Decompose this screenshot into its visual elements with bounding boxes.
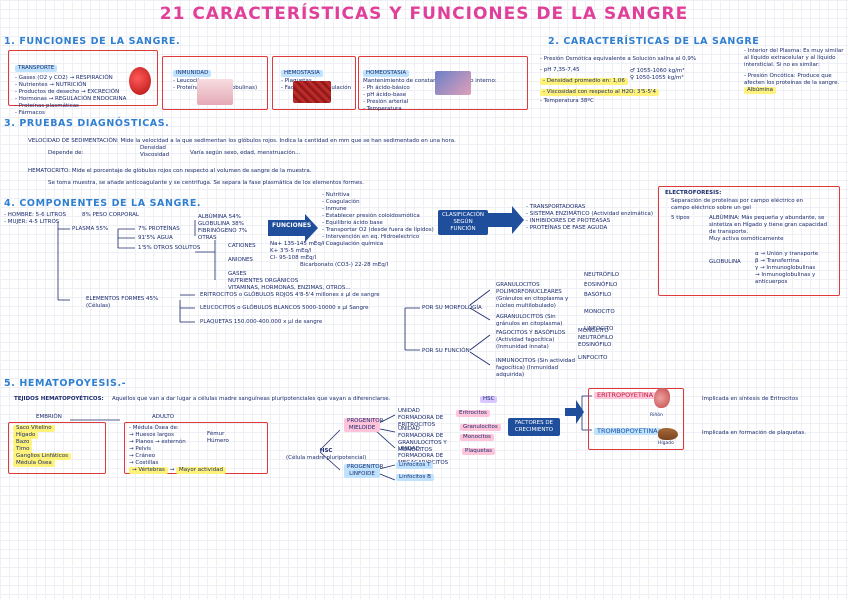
transporte-list: - Gases (O2 y CO2) → RESPIRACIÓN - Nutri… (15, 75, 126, 117)
sec2-density-list: ♂ 1055-1060 kg/m³ ♀ 1050-1055 kg/m³ (630, 68, 685, 82)
page-title: 21 CARACTERÍSTICAS Y FUNCIONES DE LA SAN… (0, 4, 848, 24)
vsg-depende: Depende de: (48, 150, 83, 157)
hsc-node: HSC (Célula madre pluripotencial) (286, 448, 366, 462)
hemostasia-label: HEMOSTASIA (281, 70, 323, 77)
hsc-tag: HSC (480, 396, 497, 403)
linfocitos-t-tag: Linfocitos T (396, 462, 433, 469)
kidney-icon (654, 388, 670, 408)
plaquetas-tag: Plaquetas (462, 448, 495, 455)
tejidos-label: TEJIDOS HEMATOPOYÉTICOS: (14, 396, 104, 403)
plasma-label: PLASMA 55% (72, 226, 108, 233)
protein-list: ALBÚMINA 54% GLOBULINA 38% FIBRINÓGENO 7… (198, 214, 247, 242)
inmunidad-box: INMUNIDAD - Leucocitos - Proteínas (inmu… (162, 56, 268, 110)
homeostasia-list: Mantenimiento de constancia del medio in… (363, 78, 497, 113)
homeostasia-box: HOMEOSTASIA Mantenimiento de constancia … (358, 56, 528, 110)
globulina-label: GLOBULINA (709, 259, 741, 266)
hematocrito-text-2: Se toma muestra, se añade anticoagulante… (48, 180, 364, 187)
transporte-label: TRANSPORTE (15, 65, 57, 72)
vsg-factors: Densidad Viscosidad (140, 145, 169, 159)
eritrocitos-text: ERITROCITOS o GLÓBULOS ROJOS 4'8-5'4 mil… (200, 292, 380, 299)
agua-label: 91'5% AGUA (138, 235, 173, 242)
proteinas-label: 7% PROTEÍNAS (138, 226, 180, 233)
eritropoyetina-text: Implicada en síntesis de Eritrocitos (702, 396, 798, 403)
leukocyte-image (197, 79, 233, 105)
factores-crecimiento: FACTORES DE CRECIMIENTO (508, 418, 560, 436)
inmunidad-label: INMUNIDAD (173, 70, 211, 77)
transporte-box: TRANSPORTE - Gases (O2 y CO2) → RESPIRAC… (8, 50, 158, 106)
adulto-label: ADULTO (152, 414, 174, 421)
electroforesis-box: ELECTROFORESIS: Separación de proteínas … (658, 186, 840, 296)
electroforesis-title: ELECTROFORESIS: (665, 190, 721, 197)
progenitor-linfoide: PROGENITOR LINFOIDE (344, 464, 380, 478)
clot-image (293, 81, 331, 103)
funciones-arrow-label: FUNCIONES (272, 222, 311, 229)
hematocrito-text: HEMATOCRITO: Mide el porcentaje de glóbu… (28, 168, 311, 175)
clasificacion-label: CLASIFICACIÓN SEGÚN FUNCIÓN (438, 210, 488, 235)
electroforesis-desc: Separación de proteínas por campo eléctr… (671, 198, 803, 212)
albumina-tag: Albúmina (744, 87, 776, 94)
linfocitos-b-tag: Linfocitos B (396, 474, 434, 481)
red-blood-cell-image (129, 67, 151, 95)
function-types: MONOCITO NEUTRÓFILO EOSINÓFILO LINFOCITO (578, 328, 613, 362)
embrion-label: EMBRIÓN (36, 414, 62, 421)
embrion-list: Saco Vitelino Hígado Bazo Timo Ganglios … (13, 425, 71, 467)
adulto-box: - Médula Ósea de: → Huesos largos → Plan… (124, 422, 268, 474)
sec2-right-list: - Interior del Plasma: Es muy similar al… (744, 48, 844, 94)
otros-solutos-label: 1'5% OTROS SOLUTOS (138, 245, 200, 252)
liver-icon (658, 428, 678, 440)
tejidos-text: Aquellos que van a dar lugar a células m… (112, 396, 390, 403)
granulocitos-tag: Granulocitos (460, 424, 501, 431)
peso-corporal: 8% PESO CORPORAL (82, 212, 139, 219)
inmunocitos-text: INMUNOCITOS (Sin actividad fagocítica) (… (496, 358, 576, 379)
leucocitos-text: LEUCOCITOS o GLÓBULOS BLANCOS 5000-10000… (200, 305, 369, 312)
classification-list: - TRANSPORTADORAS - SISTEMA ENZIMÁTICO (… (526, 204, 653, 232)
fagocitos-text: FAGOCITOS Y BASÓFILOS (Actividad fagocít… (496, 330, 576, 351)
functions-list: - Nutritiva - Coagulación - Inmune - Est… (322, 192, 434, 248)
higado-label: Hígado (658, 440, 674, 447)
trombopoyetina-text: Implicada en formación de plaquetas. (702, 430, 806, 437)
section-3-heading: 3. PRUEBAS DIAGNÓSTICAS. (4, 118, 169, 129)
adulto-extra: Fémur Húmero (207, 431, 229, 445)
electroforesis-tipos: 5 tipos (671, 215, 690, 222)
trombopoyetina-tag: TROMBOPOYETINA (594, 428, 661, 435)
section-1-heading: 1. FUNCIONES DE LA SANGRE. (4, 36, 180, 47)
vsg-varia: Varía según sexo, edad, menstruación... (190, 150, 300, 157)
plaquetas-text: PLAQUETAS 150.000-400.000 x µl de sangre (200, 319, 322, 326)
mayor-actividad-tag: Mayor actividad (176, 467, 226, 474)
globulina-list: α → Unión y transporte β → Transferrina … (755, 251, 839, 286)
por-funcion: POR SU FUNCIÓN (422, 348, 470, 355)
hemostasia-box: HEMOSTASIA - Plaquetas - Factores de coa… (272, 56, 356, 110)
vsg-text: VELOCIDAD DE SEDIMENTACIÓN: Mide la velo… (28, 138, 456, 145)
eritropoyetina-tag: ERITROPOYETINA (594, 392, 656, 399)
por-morfologia: POR SU MORFOLOGÍA (422, 305, 482, 312)
eritrocitos-tag: Eritrocitos (456, 410, 490, 417)
progenitor-mieloide: PROGENITOR MIELOIDE (344, 418, 380, 432)
agranulocitos-text: AGRANULOCITOS (Sin gránulos en citoplasm… (496, 314, 576, 328)
blood-volume: - HOMBRE: 5-6 LITROS - MUJER: 4-5 LITROS (4, 212, 66, 226)
albumina-desc: ALBÚMINA: Más pequeña y abundante, se si… (709, 215, 833, 243)
rinon-label: Riñón (650, 412, 663, 419)
section-4-heading: 4. COMPONENTES DE LA SANGRE. (4, 198, 201, 209)
embrion-box: Saco Vitelino Hígado Bazo Timo Ganglios … (8, 422, 106, 474)
section-5-heading: 5. HEMATOPOYESIS.- (4, 378, 126, 389)
monocitos-tag: Monocitos (460, 434, 494, 441)
granulocitos-text: GRANULOCITOS POLIMORFONUCLEARES (Gránulo… (496, 282, 576, 310)
homeostasis-image (435, 71, 471, 95)
section-2-heading: 2. CARACTERÍSTICAS DE LA SANGRE (548, 36, 759, 47)
elementos-formes-label: ELEMENTOS FORMES 45% (Células) (86, 296, 176, 310)
homeostasia-label: HOMEOSTASIA (363, 70, 409, 77)
morphology-types: NEUTRÓFILO EOSINÓFILO BASÓFILO MONOCITO … (584, 272, 619, 333)
